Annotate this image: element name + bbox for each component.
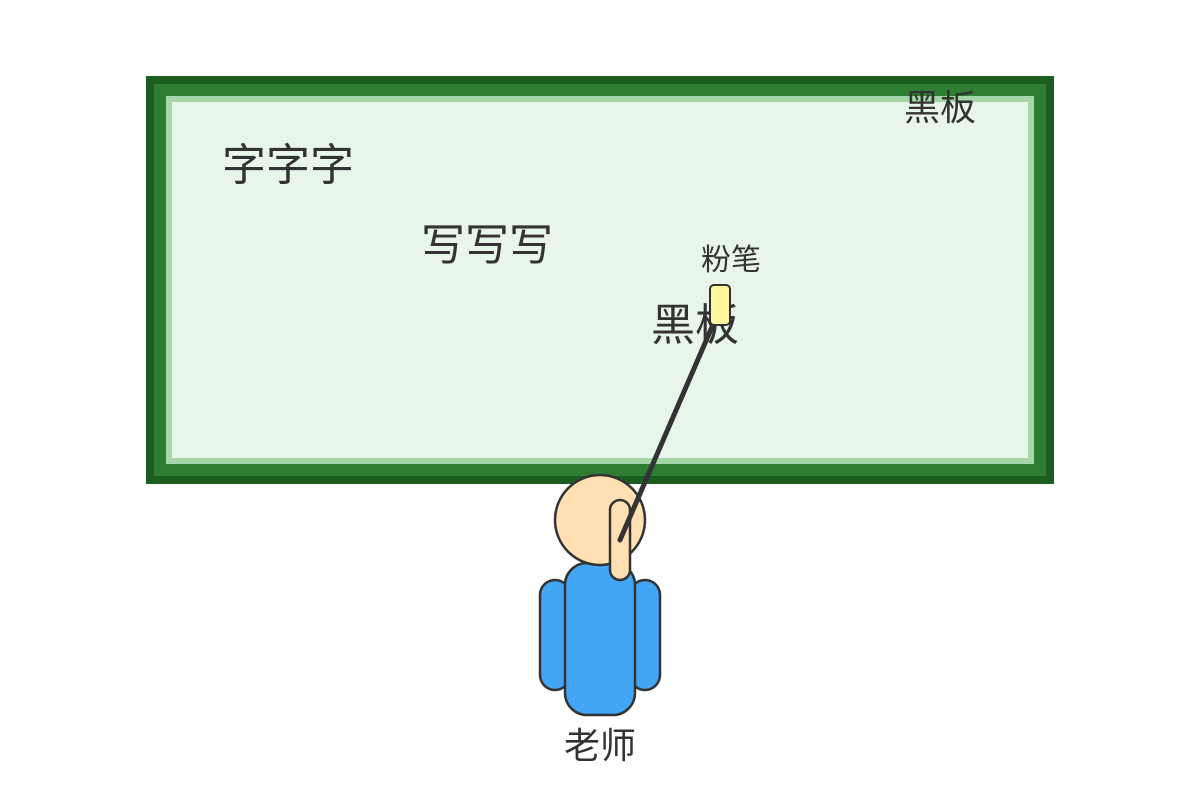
teacher-head	[553, 473, 647, 567]
blackboard	[146, 76, 1054, 484]
teacher-body	[563, 561, 637, 717]
pointer-stick	[617, 317, 718, 543]
chalk-piece	[709, 284, 731, 326]
chalk-label: 粉笔	[701, 243, 761, 278]
teacher-figure	[538, 473, 662, 717]
board-text-line-1: 字字字	[222, 140, 354, 191]
teacher-label: 老师	[564, 726, 636, 767]
board-title-label: 黑板	[904, 88, 976, 129]
board-text-line-2: 写写写	[421, 220, 553, 271]
board-surface	[172, 102, 1028, 458]
